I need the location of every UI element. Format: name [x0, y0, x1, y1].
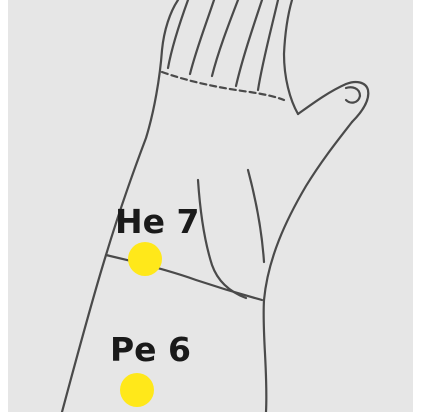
finger-line-1 [168, 0, 188, 68]
point-he7-label: He 7 [115, 205, 199, 238]
knuckle-crease [162, 72, 284, 100]
point-pe6-marker [120, 373, 154, 407]
finger-line-5 [258, 0, 278, 90]
finger-line-3 [212, 0, 238, 76]
palm-edge [284, 0, 298, 114]
palm-crease [198, 180, 246, 298]
point-pe6-label: Pe 6 [110, 333, 191, 366]
point-he7-marker [128, 242, 162, 276]
thumb-outline [298, 82, 368, 122]
finger-line-4 [236, 0, 262, 86]
thumbnail [346, 87, 360, 102]
thenar-line [248, 170, 264, 262]
hand-outline-right [264, 122, 352, 412]
finger-line-2 [190, 0, 214, 74]
